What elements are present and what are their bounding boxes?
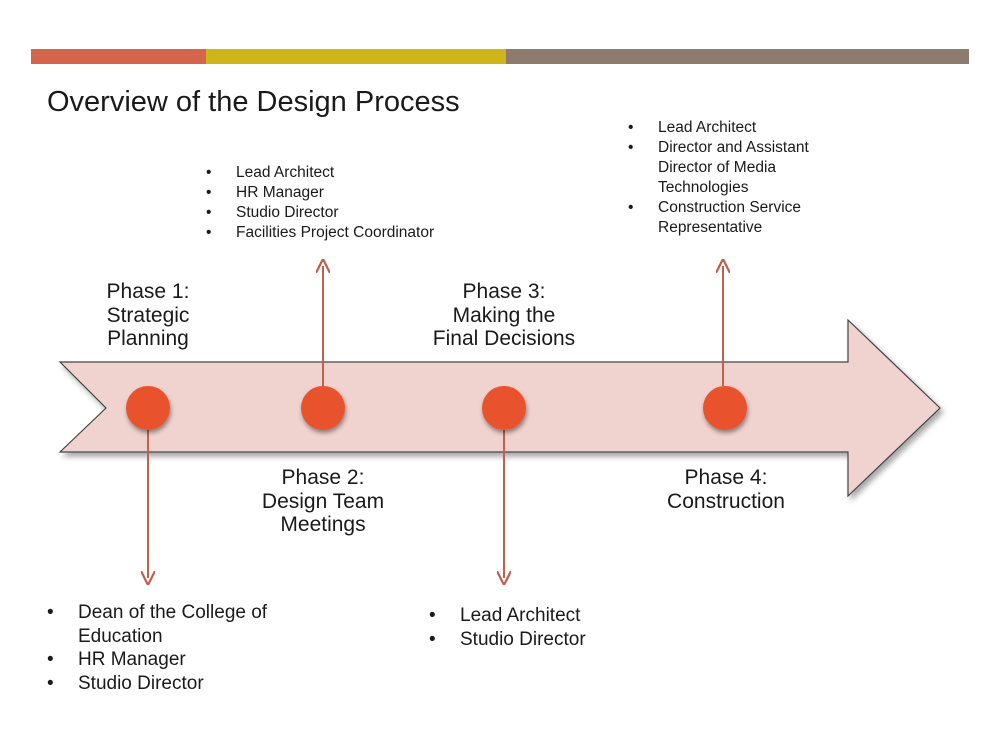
phase-2-node <box>301 386 345 430</box>
phase-3-label-line: Making the <box>452 303 556 327</box>
page-title: Overview of the Design Process <box>47 86 460 118</box>
accent-bar-segment-1 <box>31 49 206 64</box>
phase-1-roles: Dean of the College of Education HR Mana… <box>45 601 285 695</box>
phase-1-label-line: Planning <box>107 327 189 350</box>
role-item: Studio Director <box>45 672 285 696</box>
role-item: Studio Director <box>427 628 687 652</box>
accent-bar-segment-2 <box>206 49 506 64</box>
role-item: HR Manager <box>204 183 494 203</box>
phase-3-roles: Lead Architect Studio Director <box>427 604 687 651</box>
phase-3-label: Phase 3: Making the Final Decisions <box>404 280 604 351</box>
role-item: Construction Service Representative <box>626 198 844 238</box>
role-item: Dean of the College of Education <box>45 601 285 648</box>
role-item: Facilities Project Coordinator <box>204 223 494 243</box>
phase-2-label-line: Meetings <box>280 513 366 536</box>
phase-2-roles: Lead Architect HR Manager Studio Directo… <box>204 163 494 243</box>
phase-1-label-line: Strategic <box>106 303 190 327</box>
phase-4-label-line: Phase 4: <box>684 466 768 489</box>
phase-3-label-line: Final Decisions <box>432 327 576 350</box>
phase-4-label: Phase 4: Construction <box>636 466 816 513</box>
role-item: Studio Director <box>204 203 494 223</box>
phase-2-label-line: Phase 2: <box>281 466 365 489</box>
role-item: Director and Assistant Director of Media… <box>626 138 844 198</box>
phase-1-label-line: Phase 1: <box>106 280 190 303</box>
phase-2-label: Phase 2: Design Team Meetings <box>233 466 413 537</box>
role-item: HR Manager <box>45 648 285 672</box>
phase-2-label-line: Design Team <box>261 489 385 513</box>
role-item: Lead Architect <box>204 163 494 183</box>
phase-3-node <box>482 386 526 430</box>
role-item: Lead Architect <box>626 118 844 138</box>
phase-4-label-line: Construction <box>667 489 785 513</box>
phase-4-node <box>703 386 747 430</box>
phase-3-label-line: Phase 3: <box>462 280 546 303</box>
phase-1-label: Phase 1: Strategic Planning <box>68 280 228 351</box>
accent-bar-segment-3 <box>506 49 969 64</box>
phase-4-roles: Lead Architect Director and Assistant Di… <box>626 118 844 238</box>
phase-1-node <box>126 386 170 430</box>
role-item: Lead Architect <box>427 604 687 628</box>
